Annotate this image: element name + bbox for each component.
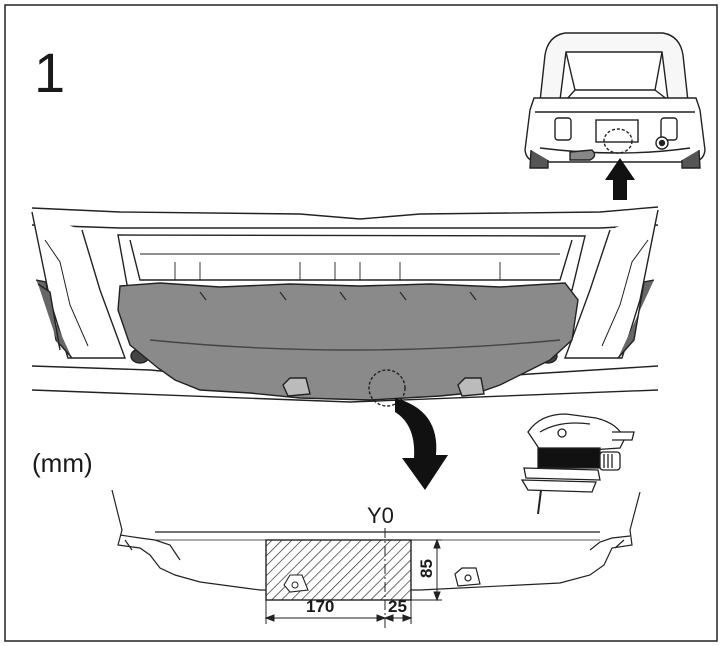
jigsaw-tool-icon bbox=[520, 413, 635, 515]
units-label: (mm) bbox=[32, 448, 93, 478]
reference-axis-label: Y0 bbox=[367, 503, 394, 528]
cover-panel bbox=[117, 282, 579, 407]
cut-area bbox=[265, 539, 412, 601]
arrow-up-icon bbox=[605, 158, 635, 200]
dimension-lines bbox=[264, 538, 442, 624]
curved-arrow-icon bbox=[395, 398, 448, 490]
dimension-left-width: 170 bbox=[306, 597, 334, 616]
car-rear-view-icon bbox=[524, 32, 706, 169]
bumper-illustration bbox=[31, 206, 659, 403]
step-number: 1 bbox=[34, 41, 65, 104]
dimension-height: 85 bbox=[417, 559, 436, 578]
dimension-right-width: 25 bbox=[388, 597, 407, 616]
